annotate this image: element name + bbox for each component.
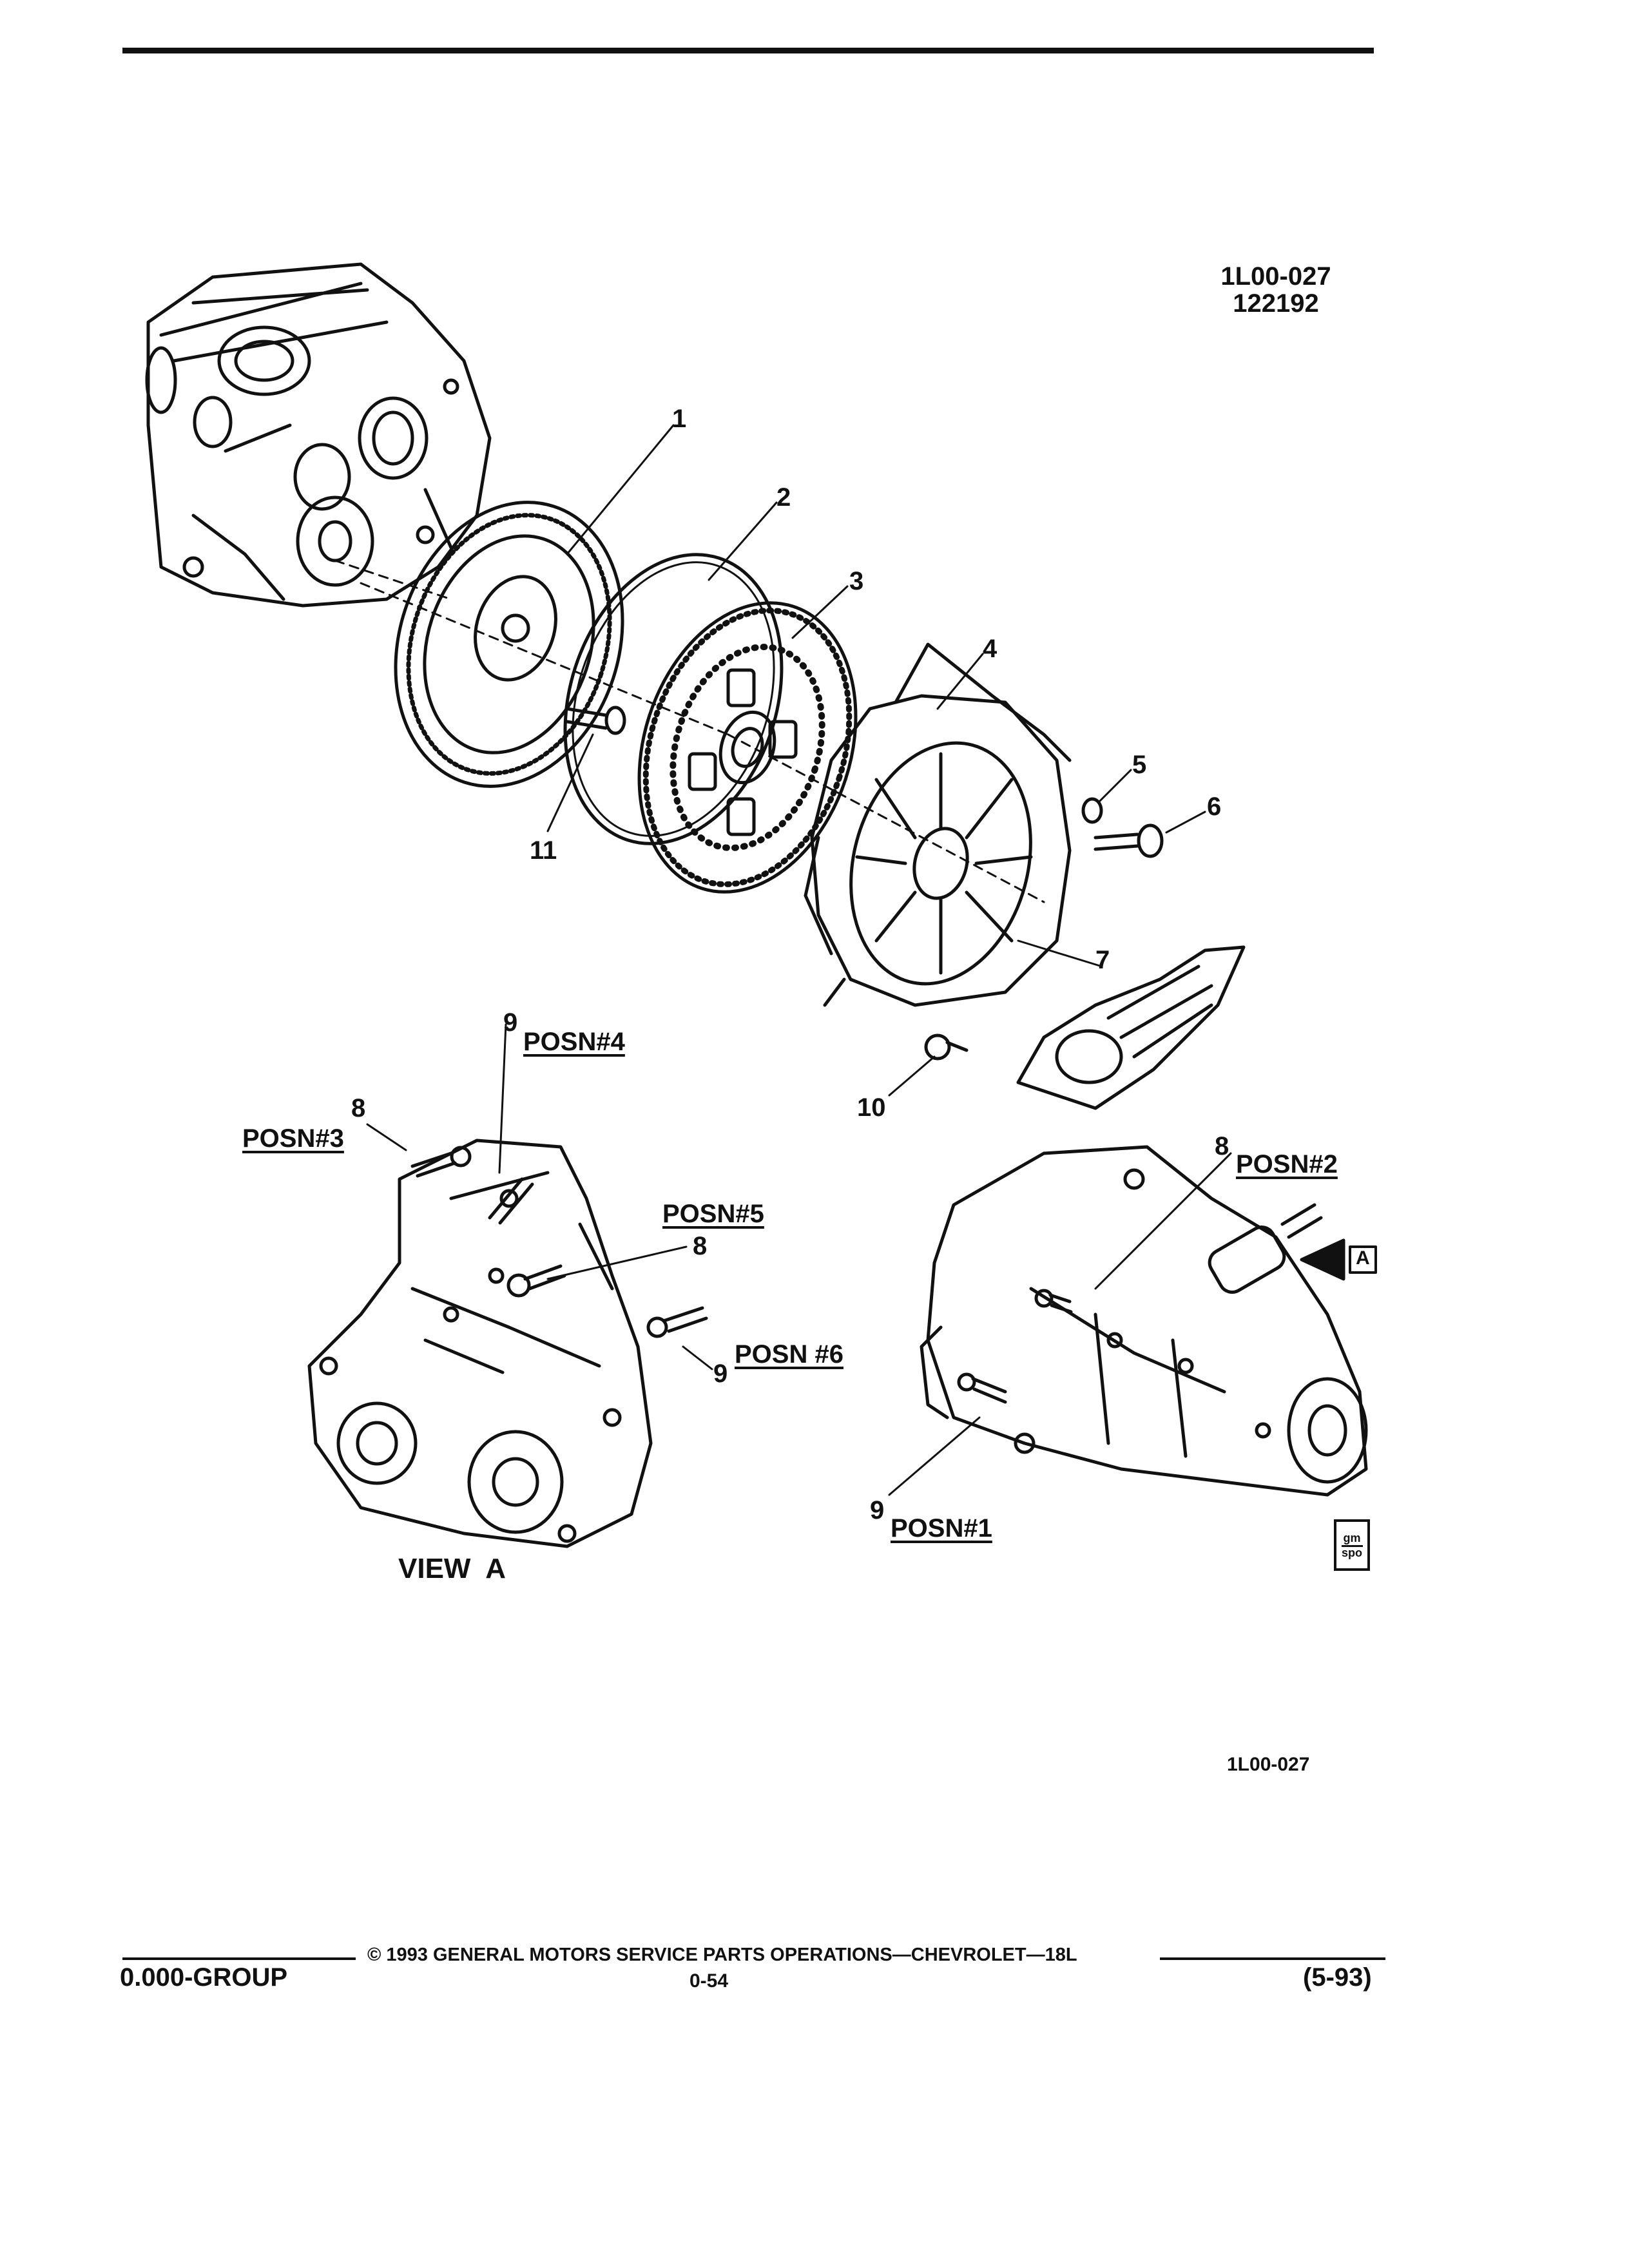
label-posn-4: POSN#4 <box>523 1028 625 1056</box>
transmission-view-a-drawing <box>307 1139 653 1548</box>
label-posn-3: POSN#3 <box>242 1124 344 1153</box>
engine-block-drawing <box>145 262 492 608</box>
callout-11: 11 <box>530 836 557 865</box>
gm-logo-text: gm <box>1341 1532 1363 1547</box>
callout-2: 2 <box>776 483 791 512</box>
callout-3: 3 <box>849 567 864 595</box>
footer-rule-right <box>1160 1957 1385 1960</box>
callout-8-posn5: 8 <box>693 1232 708 1260</box>
footer-page-number: 0-54 <box>689 1970 729 1992</box>
drawing-code-line2: 122192 <box>1233 289 1319 318</box>
footer-date: (5-93) <box>1303 1963 1372 1992</box>
gm-spo-logo: gm spo <box>1334 1519 1370 1571</box>
transmission-right-drawing <box>920 1145 1368 1497</box>
callout-9-posn4: 9 <box>503 1008 518 1037</box>
ring-inner-drawing <box>572 561 775 837</box>
dust-shield-drawing <box>1016 945 1246 1110</box>
bolt-10-drawing <box>924 1033 969 1061</box>
callout-8-posn3: 8 <box>351 1094 366 1122</box>
washer-drawing <box>1081 797 1103 824</box>
footer-copyright: © 1993 GENERAL MOTORS SERVICE PARTS OPER… <box>367 1945 1077 1965</box>
drawing-code: 1L00-027 122192 <box>1179 263 1373 317</box>
pressure-plate-drawing <box>804 642 1072 1007</box>
callout-5: 5 <box>1132 751 1147 779</box>
callout-6: 6 <box>1207 793 1222 821</box>
flywheel-drawing <box>394 501 624 788</box>
view-arrow-letter: A <box>1356 1247 1370 1269</box>
label-posn-6: POSN #6 <box>735 1340 843 1369</box>
label-posn-2: POSN#2 <box>1236 1150 1338 1178</box>
label-posn-5: POSN#5 <box>662 1200 764 1228</box>
clutch-disc-drawing <box>637 601 858 894</box>
view-a-label: VIEW A <box>398 1553 506 1584</box>
drawing-code-line1: 1L00-027 <box>1220 262 1331 291</box>
figure-id: 1L00-027 <box>1227 1754 1310 1775</box>
footer-group: 0.000-GROUP <box>120 1963 288 1992</box>
footer-rule-left <box>122 1957 356 1960</box>
bolt-6-drawing <box>1094 823 1164 858</box>
top-rule <box>122 48 1374 53</box>
bolt-11-drawing <box>565 706 626 735</box>
callout-9-posn1: 9 <box>870 1496 885 1524</box>
label-posn-1: POSN#1 <box>891 1514 992 1542</box>
callout-1: 1 <box>672 405 687 433</box>
spo-logo-text: spo <box>1341 1546 1362 1559</box>
callout-7: 7 <box>1095 946 1110 974</box>
callout-9-posn6: 9 <box>713 1360 728 1388</box>
view-a-arrow-icon <box>1300 1238 1377 1281</box>
callout-4: 4 <box>983 635 998 663</box>
callout-8-posn2: 8 <box>1215 1132 1229 1160</box>
left-view-fasteners-drawing <box>410 1146 708 1338</box>
right-view-fasteners-drawing <box>957 1289 1073 1404</box>
callout-10: 10 <box>857 1093 886 1122</box>
